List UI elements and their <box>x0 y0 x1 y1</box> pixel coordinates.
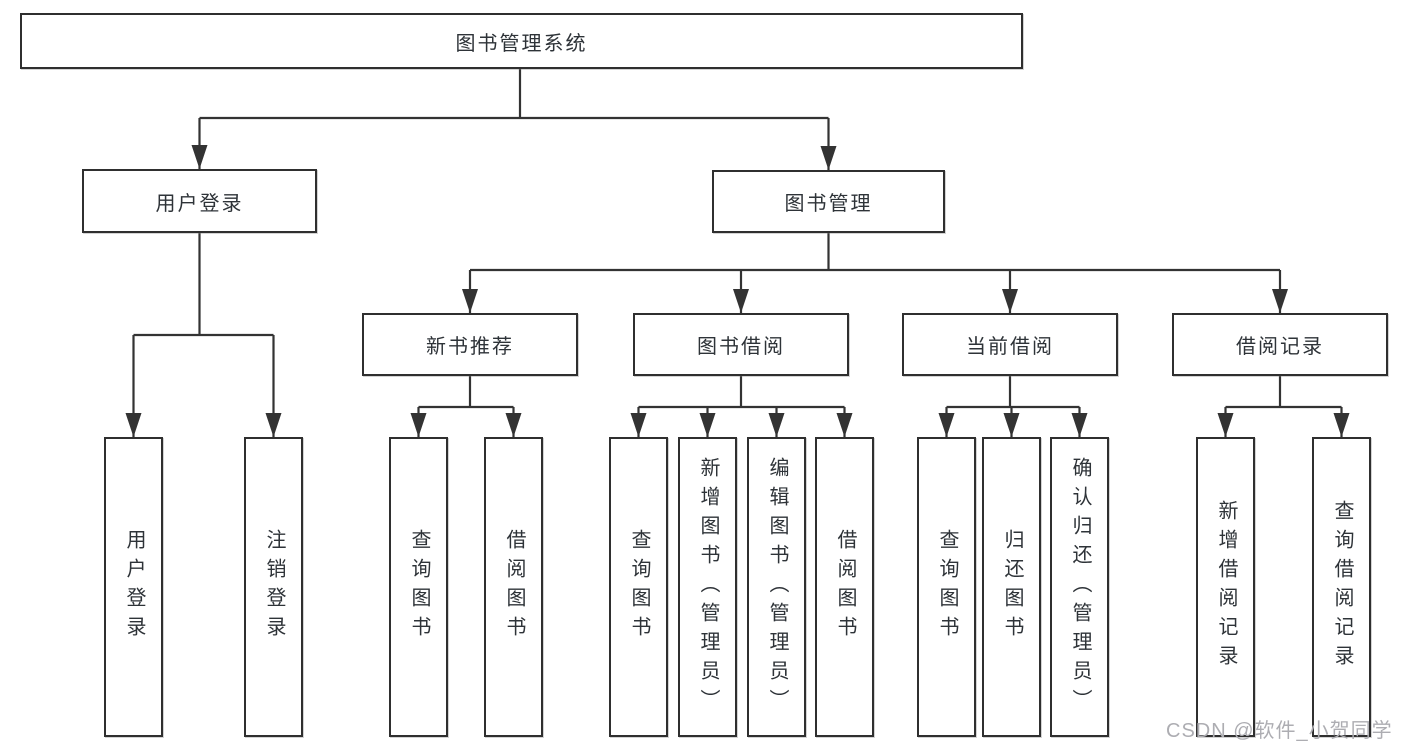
leaf-label: 新增借阅记录 <box>1215 500 1237 674</box>
leaf-confirm-return-admin: 确认归还（管理员） <box>1050 437 1109 737</box>
leaf-label: 编辑图书（管理员） <box>766 456 788 718</box>
leaf-label: 查询借阅记录 <box>1331 500 1353 674</box>
leaf-label: 确认归还（管理员） <box>1069 456 1091 718</box>
node-book-management: 图书管理 <box>712 170 945 233</box>
arrow-down-icon <box>768 413 785 437</box>
arrow-down-icon <box>1071 413 1088 437</box>
leaf-query-books-borrowing: 查询图书 <box>609 437 668 737</box>
leaf-label: 新增图书（管理员） <box>697 456 719 718</box>
arrow-down-icon <box>191 145 208 169</box>
leaf-return-book: 归还图书 <box>982 437 1041 737</box>
leaf-label: 用户登录 <box>123 529 145 645</box>
node-library-management-system: 图书管理系统 <box>20 13 1023 69</box>
leaf-label: 查询图书 <box>408 529 430 645</box>
node-borrowing-records: 借阅记录 <box>1172 313 1388 376</box>
leaf-label: 查询图书 <box>936 529 958 645</box>
leaf-query-books-recommend: 查询图书 <box>389 437 448 737</box>
leaf-query-books-current: 查询图书 <box>917 437 976 737</box>
leaf-label: 归还图书 <box>1001 529 1023 645</box>
csdn-watermark: CSDN @软件_小贺同学 <box>1166 720 1393 742</box>
arrow-down-icon <box>1003 413 1020 437</box>
arrow-down-icon <box>1217 413 1234 437</box>
arrow-down-icon <box>125 413 142 437</box>
arrow-down-icon <box>630 413 647 437</box>
arrow-down-icon <box>462 289 478 313</box>
node-label: 借阅记录 <box>1236 336 1324 358</box>
arrow-down-icon <box>265 413 282 437</box>
leaf-query-borrow-record: 查询借阅记录 <box>1312 437 1371 737</box>
node-label: 用户登录 <box>155 192 244 215</box>
node-label: 图书管理系统 <box>455 32 588 55</box>
arrow-down-icon <box>733 289 749 313</box>
tree-connector-path <box>132 69 1343 437</box>
leaf-add-borrow-record: 新增借阅记录 <box>1196 437 1255 737</box>
arrow-down-icon <box>505 413 522 437</box>
leaf-label: 注销登录 <box>263 529 285 645</box>
leaf-borrow-books-recommend: 借阅图书 <box>484 437 543 737</box>
node-user-login: 用户登录 <box>82 169 317 233</box>
arrow-down-icon <box>1333 413 1350 437</box>
leaf-borrow-books: 借阅图书 <box>815 437 874 737</box>
node-book-borrowing: 图书借阅 <box>633 313 849 376</box>
node-label: 图书借阅 <box>697 336 785 358</box>
arrow-down-icon <box>938 413 955 437</box>
leaf-label: 借阅图书 <box>834 529 856 645</box>
leaf-edit-book-admin: 编辑图书（管理员） <box>747 437 806 737</box>
arrow-down-icon <box>836 413 853 437</box>
arrow-down-icon <box>699 413 716 437</box>
node-new-book-recommend: 新书推荐 <box>362 313 578 376</box>
leaf-label: 查询图书 <box>628 529 650 645</box>
leaf-add-book-admin: 新增图书（管理员） <box>678 437 737 737</box>
node-label: 当前借阅 <box>966 336 1054 358</box>
node-label: 图书管理 <box>784 193 873 215</box>
node-current-borrowing: 当前借阅 <box>902 313 1118 376</box>
leaf-user-login: 用户登录 <box>104 437 163 737</box>
arrow-down-icon <box>410 413 427 437</box>
arrow-down-icon <box>1002 289 1018 313</box>
leaf-logout: 注销登录 <box>244 437 303 737</box>
node-label: 新书推荐 <box>426 336 514 358</box>
arrow-down-icon <box>1272 289 1288 313</box>
leaf-label: 借阅图书 <box>503 529 525 645</box>
arrow-down-icon <box>820 146 837 170</box>
